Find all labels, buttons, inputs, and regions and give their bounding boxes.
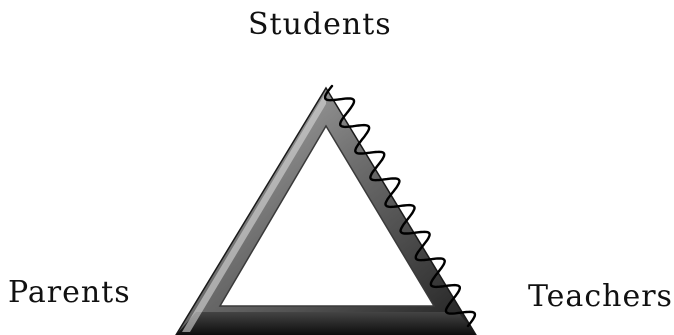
node-label-parents: Parents [8, 278, 131, 308]
node-label-students: Students [248, 10, 392, 40]
node-label-teachers: Teachers [528, 282, 673, 312]
triangle-base [176, 312, 476, 335]
